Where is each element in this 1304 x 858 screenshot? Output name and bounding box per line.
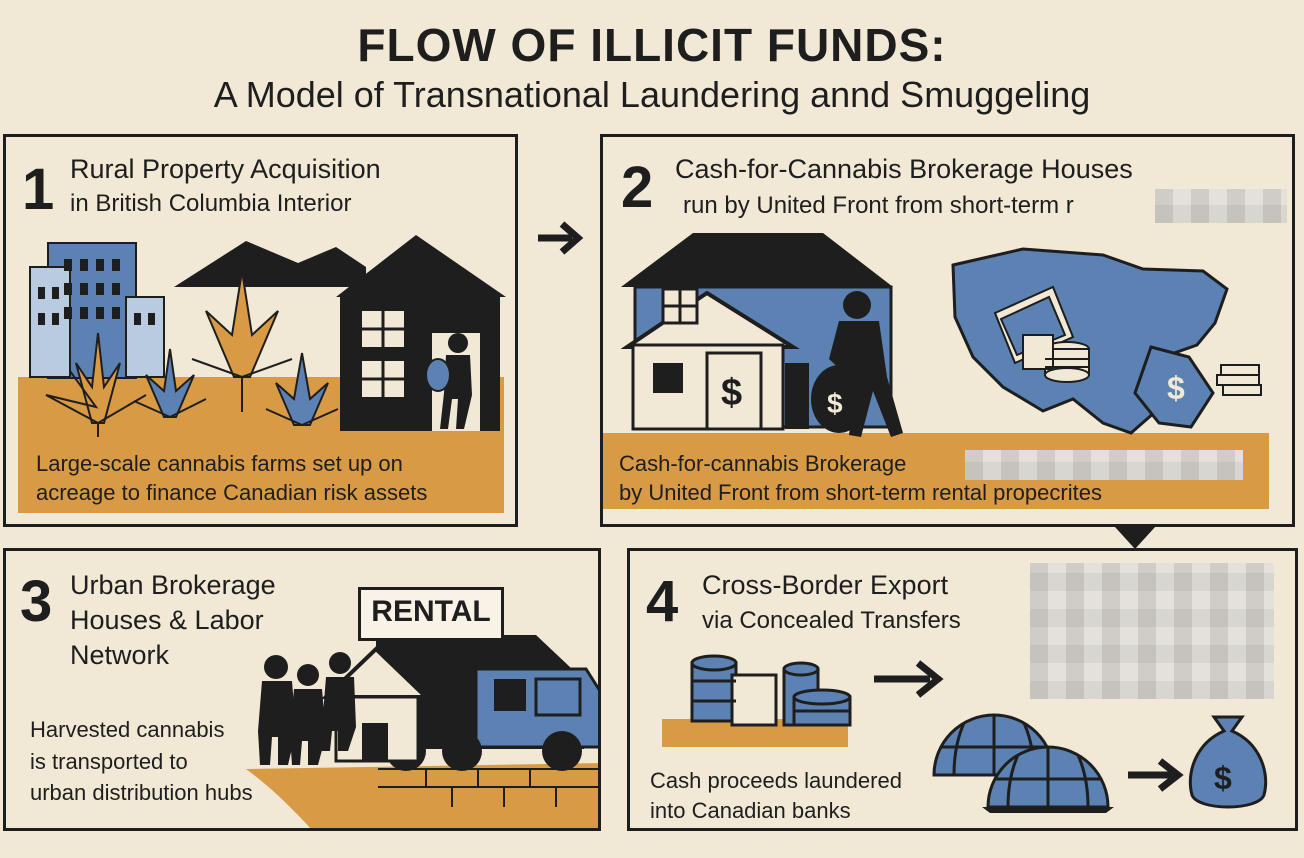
cash-stack-icon <box>1216 364 1262 396</box>
transport-scene-illustration <box>246 635 598 828</box>
cannabis-leaf-icon <box>133 348 207 418</box>
panel-heading: Urban Brokerage <box>70 570 276 600</box>
panel-heading: Cash-for-Cannabis Brokerage Houses <box>675 154 1133 184</box>
panel-cross-border-export: 4 Cross-Border Export via Concealed Tran… <box>627 548 1298 831</box>
panel-caption-line: Cash proceeds laundered <box>650 768 902 793</box>
arrow-right-icon <box>1128 758 1184 792</box>
person-with-bag-icon <box>425 333 472 429</box>
svg-text:$: $ <box>827 388 843 419</box>
person-with-money-bag-icon: $ <box>811 291 903 437</box>
panel-heading: Rural Property Acquisition <box>70 154 381 184</box>
panel-caption-line: Large-scale cannabis farms set up on <box>36 451 403 476</box>
panel-subheading: via Concealed Transfers <box>702 607 961 634</box>
subtitle: A Model of Transnational Laundering annd… <box>213 74 1091 115</box>
export-scene-illustration: $ <box>690 654 1268 813</box>
step-number: 3 <box>20 569 53 634</box>
panel-brokerage-houses: 2 Cash-for-Cannabis Brokerage Houses run… <box>600 134 1295 527</box>
house-scene-illustration: $ $ $ <box>620 233 1262 437</box>
redacted-region <box>1155 189 1287 223</box>
laborer-group-icon <box>258 652 356 765</box>
panel-caption-line: by United Front from short-term rental p… <box>619 480 1102 505</box>
rental-sign: RENTAL <box>358 587 504 641</box>
panel-heading: Cross-Border Export <box>702 570 949 600</box>
arrow-down-icon <box>1115 527 1155 549</box>
arrow-right-icon <box>538 221 584 255</box>
dollar-sign-icon: $ <box>721 372 742 414</box>
panel-caption-line: is transported to <box>30 749 188 774</box>
panel-caption-line: acreage to finance Canadian risk assets <box>36 480 428 505</box>
step-number: 1 <box>22 157 55 222</box>
panel-caption-line: Harvested cannabis <box>30 717 225 742</box>
panel-subheading: run by United Front from short-term r <box>683 192 1074 219</box>
panel-caption-line: Cash-for-cannabis Brokerage <box>619 451 907 476</box>
cash-bundle-icon <box>993 285 1090 383</box>
redacted-region <box>1030 563 1274 699</box>
svg-text:$: $ <box>1214 760 1232 796</box>
panel-caption-line: urban distribution hubs <box>30 780 253 805</box>
arrow-right-icon <box>874 660 944 698</box>
panel-subheading: in British Columbia Interior <box>70 190 352 217</box>
cannabis-leaf-icon <box>265 352 339 426</box>
north-america-map-icon <box>951 247 1229 435</box>
panel-rural-property: 1 Rural Property Acquisition in British … <box>3 134 518 527</box>
money-bag-icon: $ <box>1188 715 1268 809</box>
step-number: 2 <box>621 155 654 220</box>
cannabis-leaf-icon <box>45 332 147 437</box>
panel-caption-line: into Canadian banks <box>650 798 851 823</box>
redacted-region <box>965 450 1243 480</box>
step-number: 4 <box>646 569 679 634</box>
dollar-sign-icon: $ <box>1167 370 1185 406</box>
panel-heading: Houses & Labor <box>70 605 264 635</box>
panel-urban-brokerage: 3 Urban Brokerage Houses & Labor Network <box>3 548 601 831</box>
globe-icon <box>982 745 1114 813</box>
cash-stack-icon <box>690 654 852 727</box>
main-title: FLOW OF ILLICIT FUNDS: <box>357 19 947 71</box>
farm-scene-illustration <box>29 235 506 437</box>
cannabis-leaf-icon <box>191 270 293 412</box>
city-buildings-icon <box>29 242 165 379</box>
panel-heading: Network <box>70 640 170 670</box>
